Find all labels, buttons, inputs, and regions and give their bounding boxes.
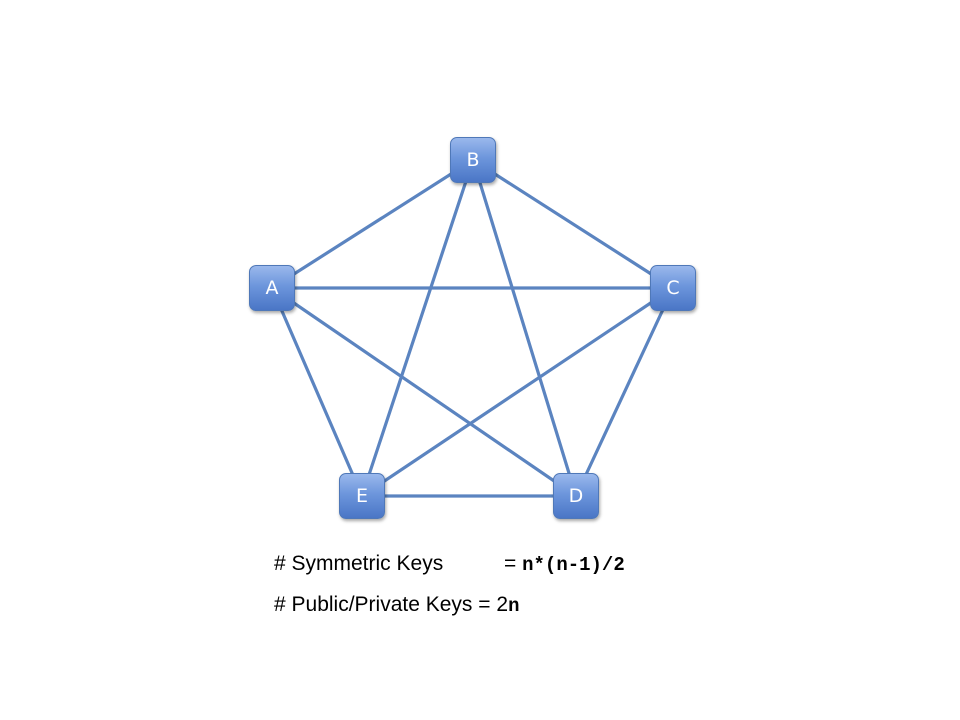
- public-private-keys-equals: =: [472, 593, 497, 616]
- symmetric-keys-formula: # Symmetric Keys = n*(n-1)/2: [274, 551, 625, 578]
- node-a-label: A: [265, 276, 279, 299]
- node-a: A: [249, 265, 295, 311]
- edge-b-e: [360, 158, 475, 498]
- public-private-keys-formula: # Public/Private Keys = 2n: [274, 592, 519, 619]
- symmetric-keys-expression: n*(n-1)/2: [522, 554, 625, 576]
- symmetric-keys-label: # Symmetric Keys: [274, 552, 444, 575]
- symmetric-keys-equals: =: [504, 552, 523, 575]
- node-e-label: E: [355, 484, 368, 507]
- edge-a-b: [270, 158, 475, 290]
- public-private-keys-label: # Public/Private Keys: [274, 593, 473, 616]
- public-private-keys-variable: n: [508, 595, 520, 617]
- edge-c-d: [574, 286, 675, 498]
- edge-b-d: [471, 158, 578, 498]
- node-c-label: C: [666, 276, 680, 299]
- node-b: B: [450, 137, 496, 183]
- node-c: C: [650, 265, 696, 311]
- node-d-label: D: [568, 484, 584, 507]
- node-e: E: [339, 473, 385, 519]
- public-private-keys-coefficient: 2: [496, 593, 509, 616]
- edge-group: [270, 158, 675, 498]
- edge-a-e: [270, 286, 364, 498]
- edge-c-e: [360, 286, 675, 498]
- edge-a-d: [270, 286, 578, 498]
- node-b-label: B: [466, 148, 480, 171]
- node-d: D: [553, 473, 599, 519]
- edge-b-c: [471, 158, 675, 290]
